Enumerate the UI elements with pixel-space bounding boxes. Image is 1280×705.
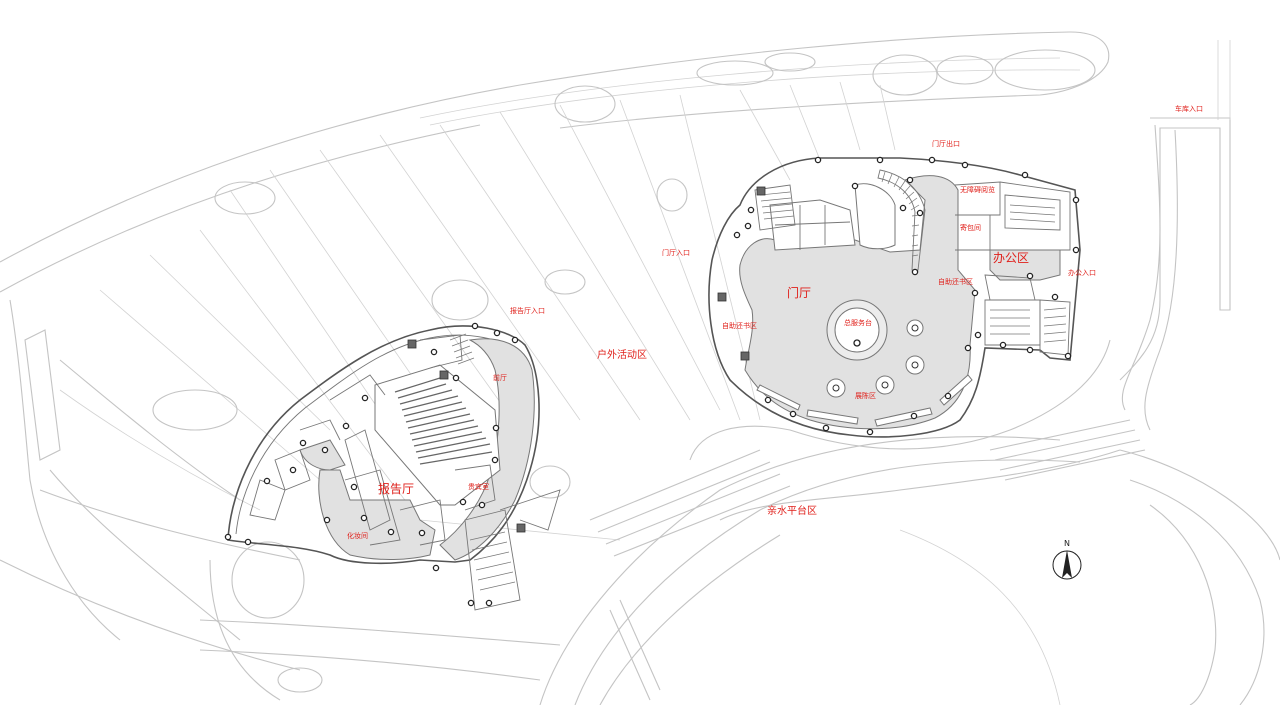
label-office-entrance: 办公入口 (1068, 268, 1096, 277)
auditorium-seating (394, 377, 493, 465)
label-service-desk: 总服务台 (844, 318, 872, 327)
label-lobby: 门厅 (787, 285, 811, 300)
label-self-return: 自助还书区 (938, 277, 973, 286)
label-bag-storage: 寄包间 (960, 223, 981, 232)
label-garage-entrance: 车库入口 (1175, 104, 1203, 113)
auditorium-building (224, 322, 561, 611)
north-letter: N (1064, 539, 1070, 548)
label-dressing-room: 化妆间 (347, 531, 368, 540)
label-office-area: 办公区 (993, 250, 1029, 265)
label-accessible-reading: 无障碍阅览 (960, 185, 995, 194)
lobby-building (708, 156, 1081, 438)
label-waterfront-platform: 亲水平台区 (767, 504, 817, 517)
label-auditorium-entrance: 报告厅入口 (510, 306, 545, 315)
north-arrow: N (1052, 539, 1082, 580)
label-lobby-entrance: 门厅入口 (662, 248, 690, 257)
label-outdoor-activity: 户外活动区 (597, 348, 647, 361)
label-foyer: 前厅 (493, 373, 507, 382)
label-auditorium: 报告厅 (378, 481, 414, 496)
site-outline (0, 31, 1280, 705)
label-exhibition: 展陈区 (855, 391, 876, 400)
label-lobby-exit: 门厅出口 (932, 139, 960, 148)
label-self-return-left: 自助还书区 (722, 321, 757, 330)
plan-labels: 车库入口 门厅出口 无障碍阅览 寄包间 办公区 办公入口 自助还书区 门厅入口 … (347, 104, 1203, 540)
label-vip-room: 贵宾室 (468, 482, 489, 491)
compass-needle-icon (1062, 550, 1072, 578)
